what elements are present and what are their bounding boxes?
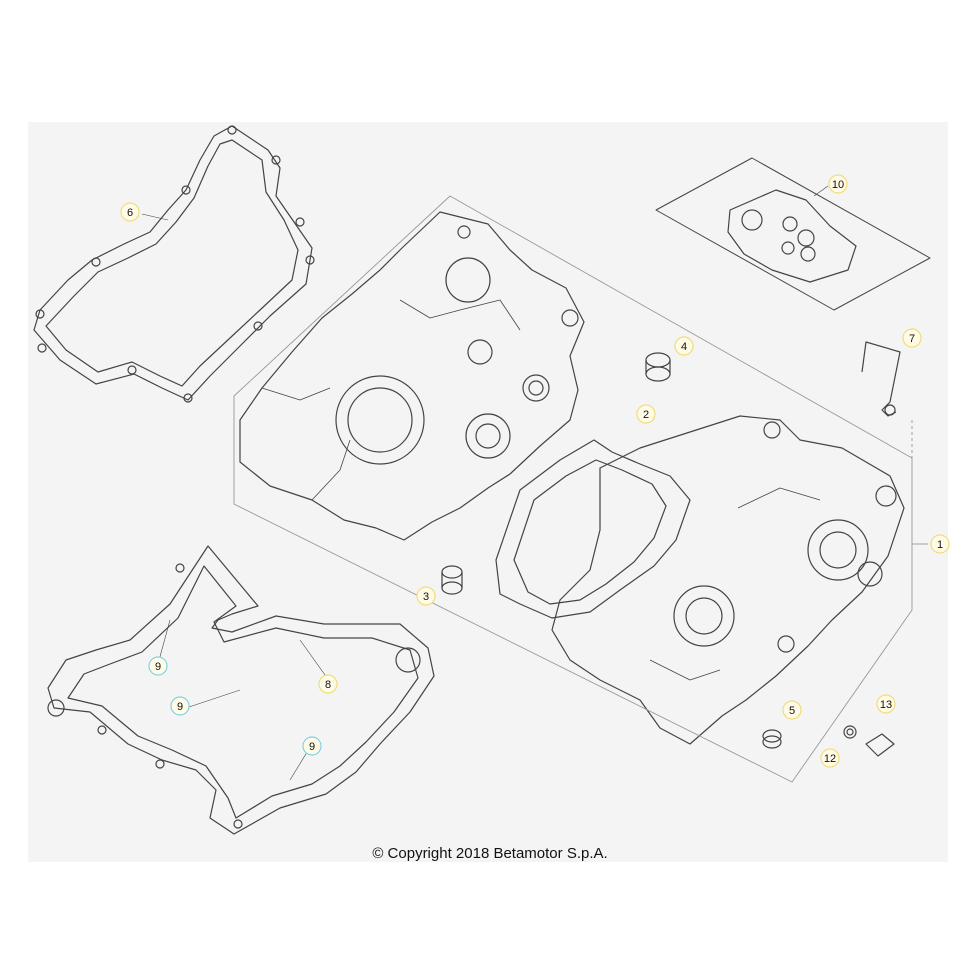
callout-c9a: 9 — [148, 656, 168, 676]
center-gasket-part — [495, 439, 691, 619]
copyright-notice: © Copyright 2018 Betamotor S.p.A. — [372, 845, 608, 862]
callout-number: 9 — [155, 661, 161, 673]
callout-number: 2 — [643, 409, 649, 421]
callout-bubble — [302, 736, 322, 756]
callout-c9c: 9 — [302, 736, 322, 756]
plug-5-part — [762, 729, 782, 749]
callout-bubble — [930, 534, 950, 554]
right-crankcase-half-part — [551, 415, 905, 745]
bearing-4-part — [645, 352, 671, 382]
callout-bubble — [318, 674, 338, 694]
crankcase-gasket-set-part — [47, 545, 435, 835]
gasket-kit-part — [655, 157, 931, 311]
callout-number: 5 — [789, 705, 795, 717]
callout-bubble — [170, 696, 190, 716]
drain-plug-13-part — [843, 725, 895, 757]
spring-clip-part — [861, 341, 901, 417]
callout-c8: 8 — [318, 674, 338, 694]
callout-c3: 3 — [416, 586, 436, 606]
left-crankcase-half-part — [239, 211, 585, 541]
callout-c2: 2 — [636, 404, 656, 424]
callout-number: 9 — [309, 741, 315, 753]
callout-number: 10 — [832, 179, 844, 191]
callout-c4: 4 — [674, 336, 694, 356]
callout-bubble — [782, 700, 802, 720]
callout-bubble — [876, 694, 896, 714]
callout-bubble — [820, 748, 840, 768]
callout-c5: 5 — [782, 700, 802, 720]
callout-bubble — [120, 202, 140, 222]
callout-number: 4 — [681, 341, 687, 353]
callout-bubble — [828, 174, 848, 194]
callout-c7: 7 — [902, 328, 922, 348]
callout-c9b: 9 — [170, 696, 190, 716]
callout-bubble — [674, 336, 694, 356]
callout-number: 13 — [880, 699, 892, 711]
callout-bubble — [416, 586, 436, 606]
callout-c1: 1 — [930, 534, 950, 554]
callout-number: 8 — [325, 679, 331, 691]
callout-bubble — [636, 404, 656, 424]
callout-number: 3 — [423, 591, 429, 603]
callout-c6: 6 — [120, 202, 140, 222]
callout-number: 6 — [127, 207, 133, 219]
callout-number: 9 — [177, 701, 183, 713]
callout-bubble — [148, 656, 168, 676]
callout-bubble — [902, 328, 922, 348]
callout-c12: 12 — [820, 748, 840, 768]
callout-c13: 13 — [876, 694, 896, 714]
callout-number: 12 — [824, 753, 836, 765]
callout-number: 1 — [937, 539, 943, 551]
callout-c10: 10 — [828, 174, 848, 194]
callout-number: 7 — [909, 333, 915, 345]
gasket-clutch-cover-part — [33, 125, 315, 403]
assembly-outline — [233, 195, 928, 783]
bushing-3-part — [441, 565, 463, 595]
